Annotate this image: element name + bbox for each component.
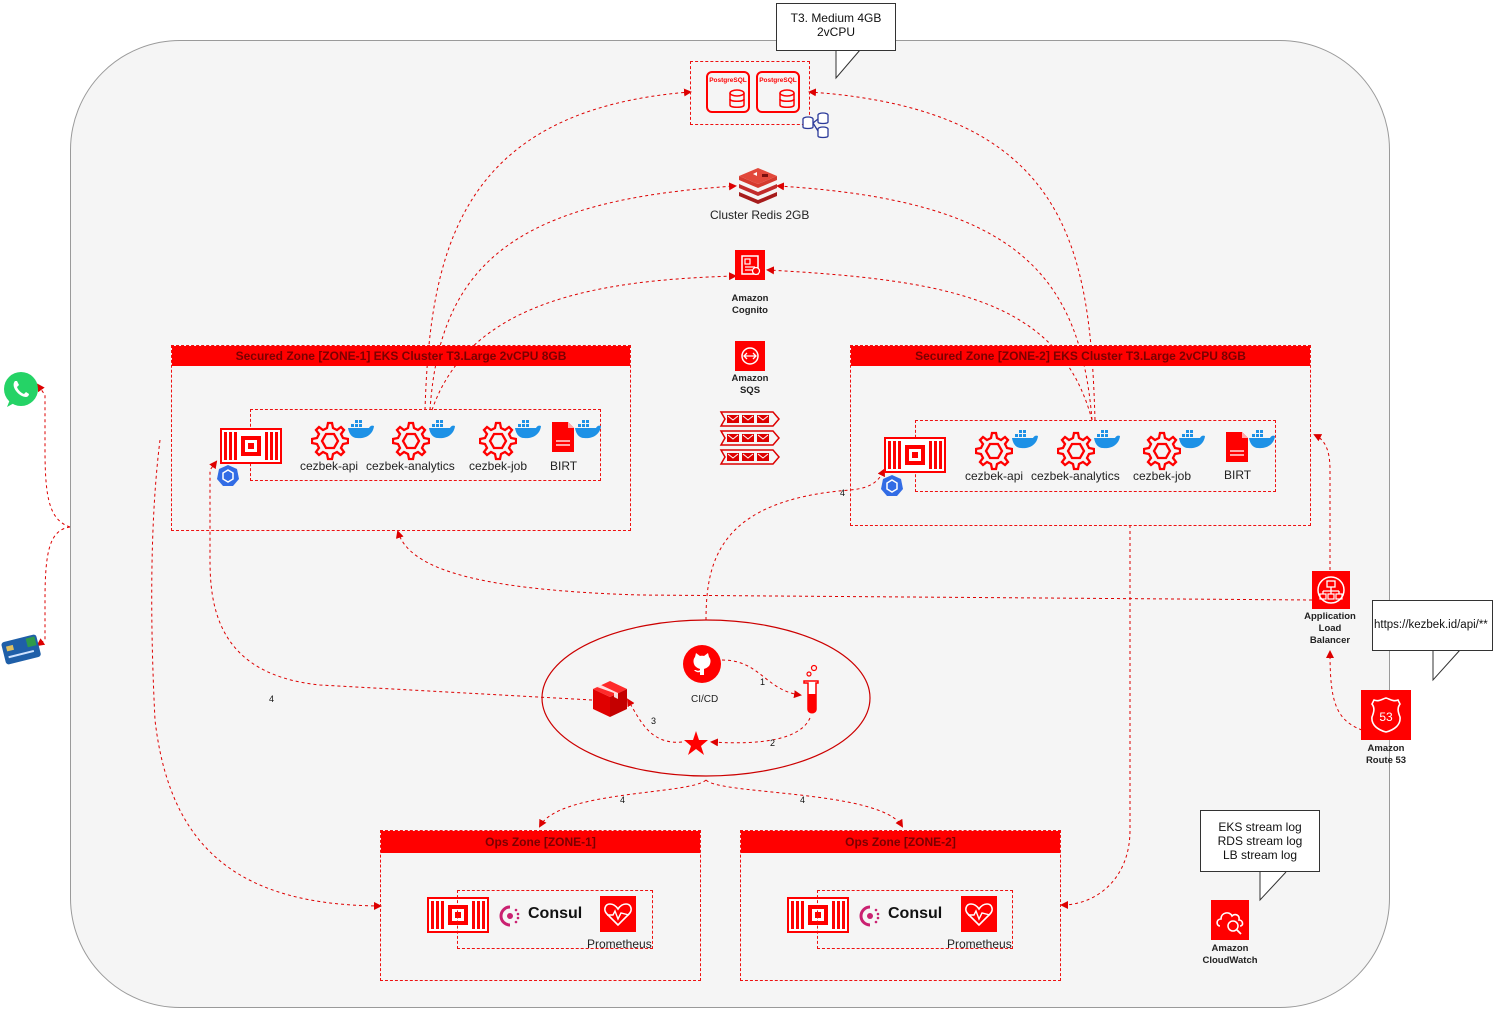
step-number: 4 xyxy=(800,795,806,805)
workload-analytics-label: cezbek-analytics xyxy=(1031,469,1120,483)
callout-tail-url xyxy=(1432,649,1461,682)
link-split-whatsapp xyxy=(36,383,71,528)
secured-zone-1: Secured Zone [ZONE-1] EKS Cluster T3.Lar… xyxy=(171,345,631,531)
workload-analytics-label: cezbek-analytics xyxy=(366,459,455,473)
report-document-icon xyxy=(1224,431,1250,468)
workload-birt-label: BIRT xyxy=(1224,468,1252,482)
step-number: 4 xyxy=(620,795,626,805)
link-split-card xyxy=(36,526,71,647)
step-number: 4 xyxy=(269,694,275,704)
workload-job-label: cezbek-job xyxy=(1133,469,1192,483)
prometheus-icon xyxy=(961,896,997,937)
ops-zone-1: Ops Zone [ZONE-1] xyxy=(380,830,701,981)
step-number: 1 xyxy=(760,677,766,687)
docker-icon xyxy=(574,419,602,444)
postgresql-icon: PostgreSQL xyxy=(756,71,800,118)
docker-icon xyxy=(1011,429,1039,454)
route53-label: Amazon Route 53 xyxy=(1365,743,1407,766)
step-number: 4 xyxy=(840,488,846,498)
ops-zone-2: Ops Zone [ZONE-2] xyxy=(740,830,1061,981)
alb-icon xyxy=(1312,571,1350,614)
star-icon xyxy=(683,730,709,761)
prometheus-icon xyxy=(600,896,636,937)
workload-birt-label: BIRT xyxy=(550,459,578,473)
database-cluster-icon xyxy=(801,111,833,146)
docker-icon xyxy=(1178,429,1206,454)
cicd-label: CI/CD xyxy=(691,694,719,705)
ec2-instance-icon xyxy=(884,437,946,478)
docker-icon xyxy=(514,419,542,444)
sqs-queue-icon xyxy=(719,410,781,471)
workload-api-label: cezbek-api xyxy=(965,469,1024,483)
redis-label: Cluster Redis 2GB xyxy=(710,208,810,222)
consul-label: Consul xyxy=(528,905,583,922)
route53-icon: 53 xyxy=(1361,690,1411,745)
secured-zone-1-title: Secured Zone [ZONE-1] EKS Cluster T3.Lar… xyxy=(172,346,630,366)
step-number: 2 xyxy=(770,738,776,748)
ops-zone-2-title: Ops Zone [ZONE-2] xyxy=(741,831,1060,853)
consul-icon xyxy=(857,904,883,933)
secured-zone-2-title: Secured Zone [ZONE-2] EKS Cluster T3.Lar… xyxy=(851,346,1310,366)
credit-card-icon xyxy=(0,628,42,675)
logs-callout: EKS stream log RDS stream log LB stream … xyxy=(1200,810,1320,872)
workload-job-label: cezbek-job xyxy=(469,459,528,473)
postgresql-icon: PostgreSQL xyxy=(706,71,750,118)
rds-spec-callout: T3. Medium 4GB 2vCPU xyxy=(776,3,896,51)
ops-zone-1-title: Ops Zone [ZONE-1] xyxy=(381,831,700,853)
rds-group xyxy=(690,61,810,125)
cloudwatch-label: Amazon CloudWatch xyxy=(1202,943,1258,966)
prometheus-label: Prometheus xyxy=(947,937,1012,951)
cloudwatch-icon xyxy=(1211,900,1249,945)
kubernetes-icon xyxy=(880,474,904,503)
test-tube-icon xyxy=(801,664,823,721)
alb-label: Application Load Balancer xyxy=(1304,611,1356,646)
whatsapp-icon xyxy=(2,370,40,415)
docker-icon xyxy=(347,419,375,444)
prometheus-label: Prometheus xyxy=(587,937,652,951)
svg-text:53: 53 xyxy=(1379,710,1393,724)
consul-icon xyxy=(497,904,523,933)
postgres-text-1: PostgreSQL xyxy=(709,77,747,84)
workload-api-label: cezbek-api xyxy=(300,459,359,473)
postgres-text-2: PostgreSQL xyxy=(759,77,797,84)
step-number: 3 xyxy=(651,716,657,726)
cognito-icon xyxy=(735,250,765,285)
docker-icon xyxy=(428,419,456,444)
ops-zone-1-tools xyxy=(457,890,653,949)
docker-icon xyxy=(1093,429,1121,454)
secured-zone-2: Secured Zone [ZONE-2] EKS Cluster T3.Lar… xyxy=(850,345,1311,526)
redis-icon xyxy=(737,168,779,209)
docker-icon xyxy=(1248,429,1276,454)
api-url-callout: https://kezbek.id/api/** xyxy=(1372,600,1493,651)
cognito-label: Amazon Cognito xyxy=(731,293,769,316)
package-box-icon xyxy=(592,680,628,723)
sqs-label: Amazon SQS xyxy=(731,373,769,396)
ec2-instance-icon xyxy=(220,428,282,469)
consul-label: Consul xyxy=(888,905,943,922)
ops-zone-2-tools xyxy=(817,890,1013,949)
github-icon xyxy=(682,644,722,689)
sqs-icon xyxy=(735,341,765,376)
kubernetes-icon xyxy=(216,464,240,493)
report-document-icon xyxy=(550,421,576,458)
